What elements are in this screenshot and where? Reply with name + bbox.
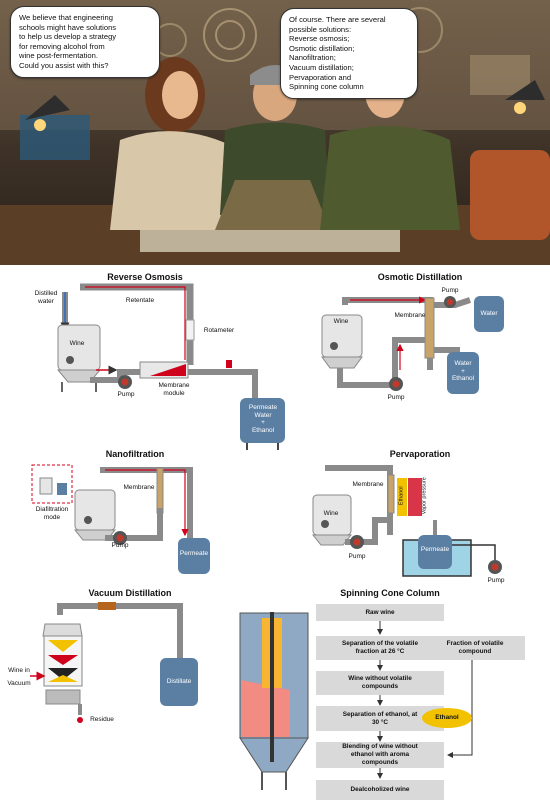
nanofiltration-diagram [31,464,210,574]
spinning-cone-diagram [239,612,473,790]
pump-label-ro: Pump [117,391,135,398]
illustration-scene: We believe that engineering schools migh… [0,0,550,265]
osmotic-distillation-diagram [321,296,504,394]
osmotic-distillation-title: Osmotic Distillation [377,272,463,282]
wine-label-ro: Wine [69,340,85,347]
distillate-label: Distillate [166,678,192,685]
flow-side-volatile-fraction: Fraction of volatile compound [425,636,525,660]
pump-label-pv-left: Pump [348,553,366,560]
distilled-water-label: Distilled water [34,290,58,305]
pump-label-od-top: Pump [441,287,459,294]
nanofiltration-title: Nanofiltration [105,449,165,459]
vapor-pressure-label: Vapor pressure [421,477,428,515]
permeate-label-ro: Permeate Water + Ethanol [248,404,278,434]
wine-in-label: Wine in [8,667,30,674]
membrane-label-od: Membrane [394,312,426,319]
pervaporation-title: Pervaporation [389,449,451,459]
membrane-label-pv: Membrane [352,481,384,488]
membrane-label-nf: Membrane [123,484,155,491]
reverse-osmosis-diagram [56,283,285,450]
flow-step-blending: Blending of wine without ethanol with ar… [316,742,444,768]
wine-label-od: Wine [333,318,349,325]
water-label-od: Water [480,310,498,317]
vacuum-distillation-diagram [30,602,198,723]
permeate-label-pv: Permeate [420,546,450,553]
vacuum-label: Vacuum [7,680,31,687]
spinning-cone-title: Spinning Cone Column [340,588,440,598]
pervaporation-diagram [311,465,502,577]
flow-step-raw-wine: Raw wine [316,604,444,621]
vacuum-distillation-title: Vacuum Distillation [88,588,172,598]
wine-label-pv: Wine [323,510,339,517]
pump-label-od-bottom: Pump [387,394,405,401]
flow-step-dealcoholized-wine: Dealcoholized wine [316,780,444,800]
ethanol-ellipse: Ethanol [422,708,472,728]
pump-label-nf: Pump [111,542,129,549]
pump-label-pv-right: Pump [487,577,505,584]
permeate-label-nf: Permeate [179,550,209,557]
membrane-module-label: Membrane module [158,382,190,397]
water-ethanol-label-od: Water + Ethanol [451,360,475,382]
speech-bubble-right: Of course. There are several possible so… [280,8,418,99]
flow-step-volatile-separation: Separation of the volatile fraction at 2… [316,636,444,660]
diafiltration-label: Diafiltration mode [35,506,69,521]
flow-step-wine-without-volatiles: Wine without volatile compounds [316,671,444,695]
residue-label: Residue [90,716,114,723]
rotameter-label: Rotameter [203,327,235,334]
reverse-osmosis-title: Reverse Osmosis [107,272,183,282]
scene-art [0,0,550,265]
speech-bubble-left: We believe that engineering schools migh… [10,6,160,78]
ethanol-label-pv: Ethanol [398,486,405,506]
retentate-label: Retentate [125,297,155,304]
